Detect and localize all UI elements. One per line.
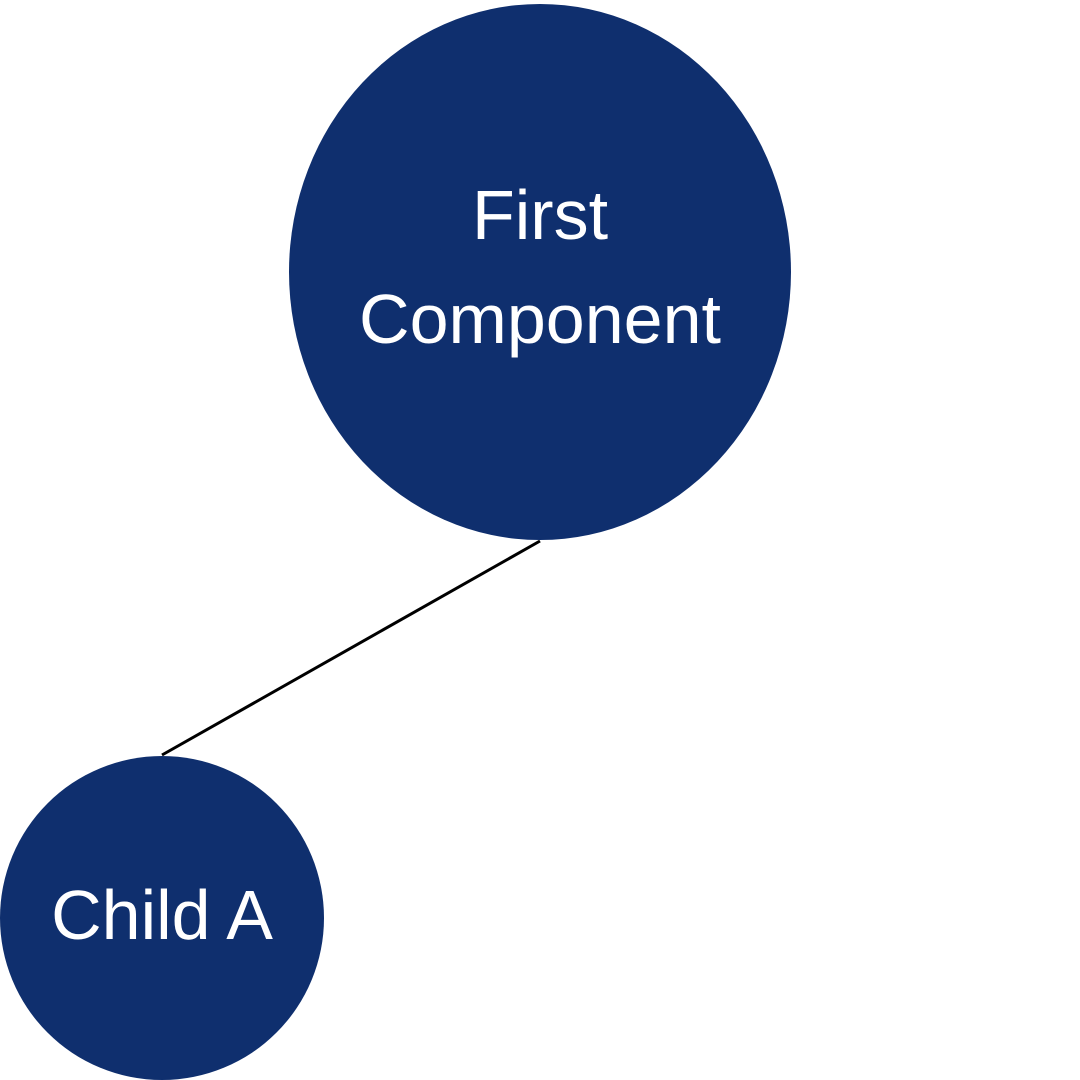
node-first-component[interactable]: First Component bbox=[289, 4, 791, 540]
node-label-first-component: First Component bbox=[359, 176, 721, 358]
node-child-a[interactable]: Child A bbox=[0, 756, 324, 1080]
node-label-child-a: Child A bbox=[51, 876, 273, 954]
edge-first-component-to-child-a bbox=[161, 539, 541, 757]
